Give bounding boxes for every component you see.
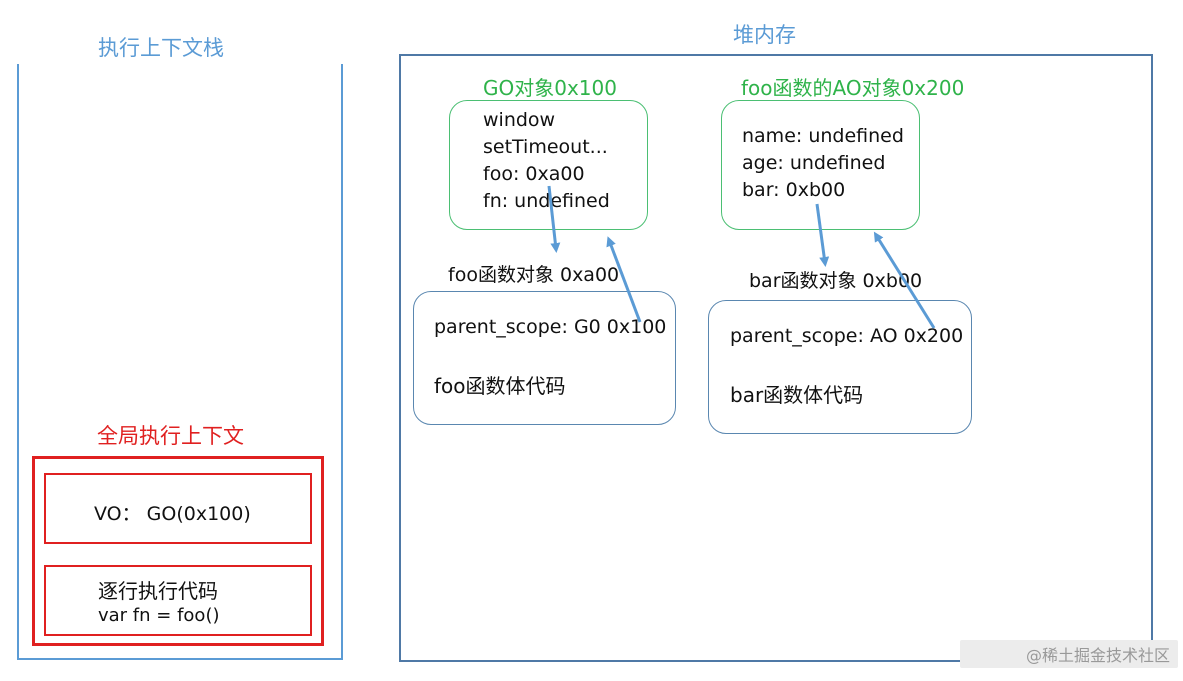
go-line-foo: foo: 0xa00 xyxy=(483,163,585,185)
global-context-frame xyxy=(32,456,324,646)
go-line-window: window xyxy=(483,109,556,131)
exec-code-box: 逐行执行代码 var fn = foo() xyxy=(44,565,312,636)
ao-object-box: name: undefined age: undefined bar: 0xb0… xyxy=(721,100,920,230)
foo-parent-scope: parent_scope: G0 0x100 xyxy=(434,316,667,338)
vo-text: VO： GO(0x100) xyxy=(94,503,251,525)
ao-line-age: age: undefined xyxy=(742,152,886,174)
exec-title: 逐行执行代码 xyxy=(98,579,218,603)
bar-parent-scope: parent_scope: AO 0x200 xyxy=(730,325,964,347)
watermark: @稀土掘金技术社区 xyxy=(960,640,1178,668)
ao-line-bar: bar: 0xb00 xyxy=(742,179,846,201)
go-object-box: window setTimeout... foo: 0xa00 fn: unde… xyxy=(449,100,648,230)
go-line-settimeout: setTimeout... xyxy=(483,136,608,158)
bar-function-label: bar函数对象 0xb00 xyxy=(749,270,923,292)
bar-body: bar函数体代码 xyxy=(730,383,864,407)
foo-function-box: parent_scope: G0 0x100 foo函数体代码 xyxy=(413,291,676,425)
arrow-bar-to-ao xyxy=(873,231,936,329)
arrow-ao-to-bar xyxy=(815,203,830,267)
go-object-title: GO对象0x100 xyxy=(483,76,617,100)
foo-function-label: foo函数对象 0xa00 xyxy=(448,264,620,286)
heap-container xyxy=(399,54,1153,662)
go-line-fn: fn: undefined xyxy=(483,190,610,212)
vo-box: VO： GO(0x100) xyxy=(44,473,312,544)
foo-body: foo函数体代码 xyxy=(434,374,566,398)
stack-container xyxy=(17,64,343,660)
bar-function-box: parent_scope: AO 0x200 bar函数体代码 xyxy=(708,300,972,434)
ao-object-title: foo函数的AO对象0x200 xyxy=(741,76,965,100)
stack-title: 执行上下文栈 xyxy=(98,36,224,60)
ao-line-name: name: undefined xyxy=(742,125,904,147)
heap-title: 堆内存 xyxy=(733,23,796,47)
global-context-title: 全局执行上下文 xyxy=(97,424,244,448)
arrow-foo-to-go xyxy=(606,236,642,323)
exec-code: var fn = foo() xyxy=(98,605,220,626)
arrow-go-to-foo xyxy=(547,185,561,253)
